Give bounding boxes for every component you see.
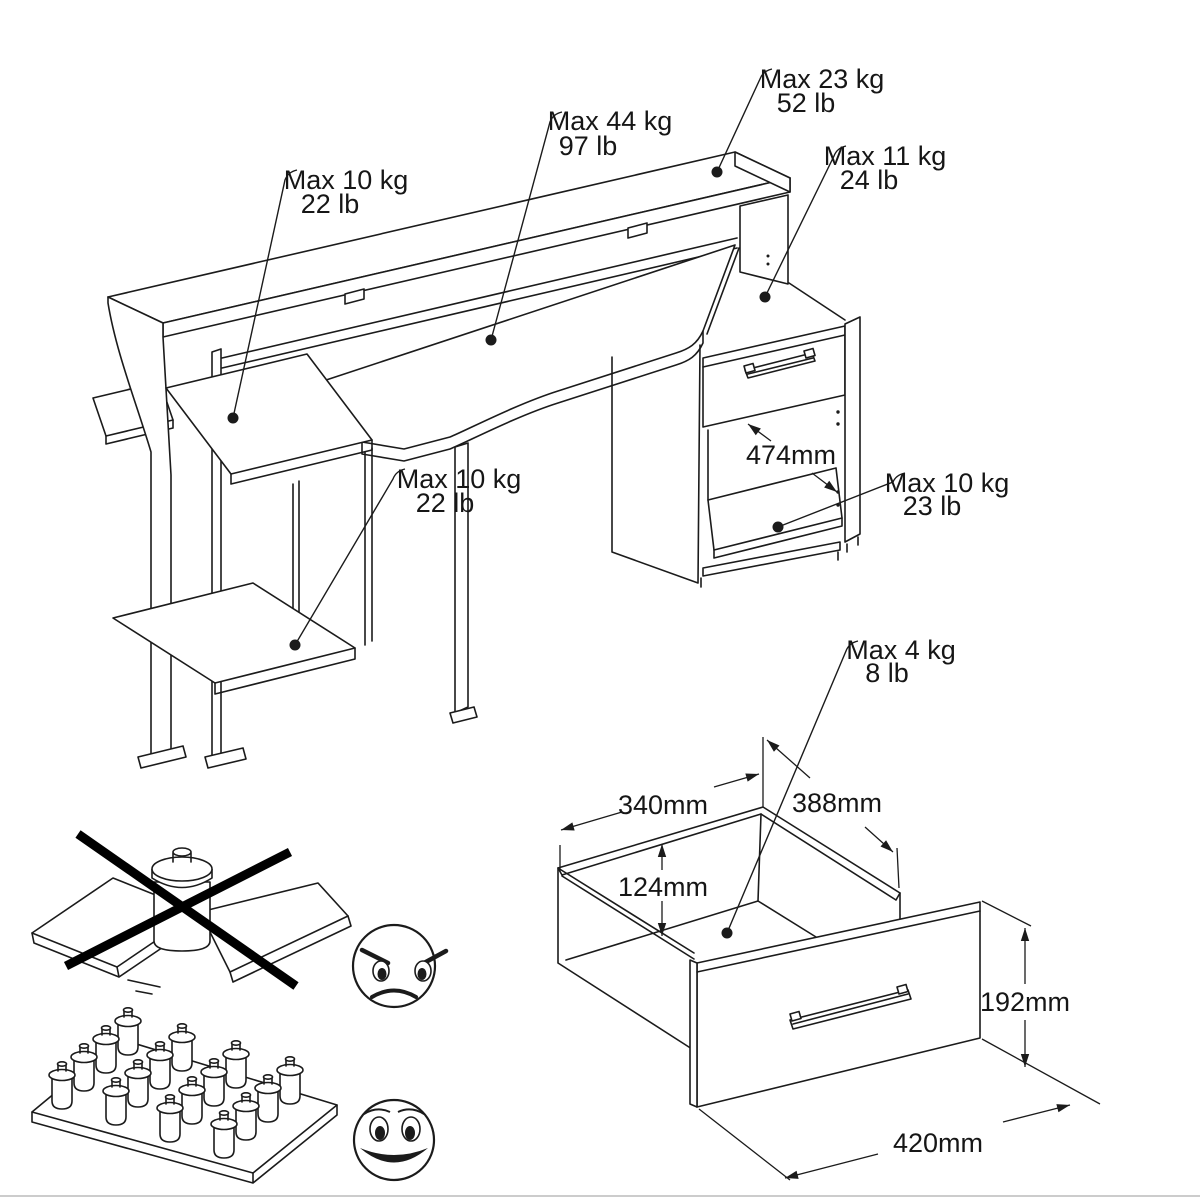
left-side-art xyxy=(92,296,478,769)
leader-dot xyxy=(485,334,497,346)
arrowhead xyxy=(767,740,780,752)
leader-line xyxy=(490,111,563,341)
drawer-handle-art xyxy=(789,983,912,1030)
happy-face-icon xyxy=(352,1098,436,1182)
dim-text: 420mm xyxy=(893,1128,983,1158)
small-weight-icon xyxy=(95,1039,117,1074)
leader-line xyxy=(294,468,406,646)
drawer-detail-diagram: 340mm 388mm 124mm 192mm 420mm xyxy=(557,635,1101,1181)
leader-line xyxy=(232,169,298,419)
max-load-lb: 22 lb xyxy=(416,488,475,518)
label-hutch-shelf-max-load: Max 23 kg 52 lb xyxy=(711,64,885,178)
small-weight-icon xyxy=(149,1055,171,1090)
arrowhead xyxy=(880,840,893,852)
leader-dot xyxy=(759,291,771,303)
small-weight-icon xyxy=(257,1088,279,1123)
distributed-weights xyxy=(48,1006,304,1159)
label-cabinet-shelf-max-load: Max 10 kg 23 lb xyxy=(772,468,1010,533)
small-weight-icon xyxy=(171,1037,193,1072)
max-load-lb: 23 lb xyxy=(903,491,962,521)
label-drawer-max-load: Max 11 kg 24 lb xyxy=(759,141,947,303)
dim-inner-width: 388mm xyxy=(766,739,894,853)
dim-text: 388mm xyxy=(792,788,882,818)
overload-warning xyxy=(31,830,449,1009)
small-weight-icon xyxy=(105,1091,127,1126)
dim-text: 474mm xyxy=(746,440,836,470)
small-weight-icon xyxy=(117,1021,139,1056)
desk-diagram: Max 23 kg 52 lb Max 44 kg 97 lb Max 10 k… xyxy=(92,64,1010,769)
small-weight-icon xyxy=(181,1090,203,1125)
max-load-kg: Max 44 kg xyxy=(548,106,673,136)
dim-front-height: 192mm xyxy=(980,928,1070,1067)
cabinet-art xyxy=(611,194,861,588)
max-load-lb: 8 lb xyxy=(865,658,909,688)
dim-inner-height: 124mm xyxy=(618,844,708,936)
leader-dot xyxy=(711,166,723,178)
max-load-lb: 97 lb xyxy=(559,131,618,161)
arrowhead xyxy=(1020,928,1030,941)
max-load-kg: Max 10 kg xyxy=(397,464,522,494)
label-left-upper-shelf-max-load: Max 10 kg 22 lb xyxy=(227,165,409,424)
hutch-shelf-art xyxy=(107,151,791,369)
leader-dot xyxy=(721,927,733,939)
dim-text: 192mm xyxy=(980,987,1070,1017)
max-load-kg: Max 23 kg xyxy=(760,64,885,94)
angry-face-icon xyxy=(351,923,449,1009)
arrowhead xyxy=(1020,1054,1030,1067)
prohibition-cross-icon xyxy=(63,830,299,990)
small-weight-icon xyxy=(235,1106,257,1141)
distributed-load-ok xyxy=(31,1006,436,1184)
leader-line xyxy=(726,640,859,934)
leader-dot xyxy=(289,639,301,651)
arrowhead xyxy=(785,1170,799,1179)
arrowhead xyxy=(657,923,667,936)
arrowhead xyxy=(748,424,761,436)
dim-inner-depth: 340mm xyxy=(560,773,760,831)
small-weight-icon xyxy=(159,1108,181,1143)
leader-dot xyxy=(772,521,784,533)
max-load-kg: Max 4 kg xyxy=(846,635,956,665)
max-load-lb: 52 lb xyxy=(777,88,836,118)
dim-cabinet-opening-height: 474mm xyxy=(746,423,838,493)
arrowhead xyxy=(1056,1104,1070,1113)
small-weight-icon xyxy=(203,1072,225,1107)
drawer-handle-art xyxy=(743,347,816,379)
small-weight-icon xyxy=(279,1070,301,1105)
leader-line xyxy=(764,145,847,298)
small-weight-icon xyxy=(73,1057,95,1092)
dim-front-width: 420mm xyxy=(784,1104,1071,1179)
small-weight-icon xyxy=(51,1075,73,1110)
max-load-lb: 22 lb xyxy=(301,189,360,219)
leader-dot xyxy=(227,412,239,424)
leader-line xyxy=(777,472,906,528)
smile-mouth xyxy=(360,1148,428,1163)
small-weight-icon xyxy=(213,1124,235,1159)
dim-text: 340mm xyxy=(618,790,708,820)
max-load-kg: Max 10 kg xyxy=(284,165,409,195)
max-load-lb: 24 lb xyxy=(840,165,899,195)
dim-text: 124mm xyxy=(618,872,708,902)
label-left-lower-shelf-max-load: Max 10 kg 22 lb xyxy=(289,464,522,651)
arrowhead xyxy=(745,773,759,782)
leader-line xyxy=(716,68,773,173)
label-desktop-max-load: Max 44 kg 97 lb xyxy=(485,106,673,346)
drawer-box-art xyxy=(557,806,981,1108)
label-drawer-max-load: Max 4 kg 8 lb xyxy=(721,635,956,939)
small-weight-icon xyxy=(225,1054,247,1089)
arrowhead xyxy=(561,822,575,831)
max-load-kg: Max 11 kg xyxy=(824,141,947,171)
arrowhead xyxy=(657,844,667,857)
arrowhead xyxy=(824,480,837,492)
max-load-kg: Max 10 kg xyxy=(885,468,1010,498)
small-weight-icon xyxy=(127,1073,149,1108)
